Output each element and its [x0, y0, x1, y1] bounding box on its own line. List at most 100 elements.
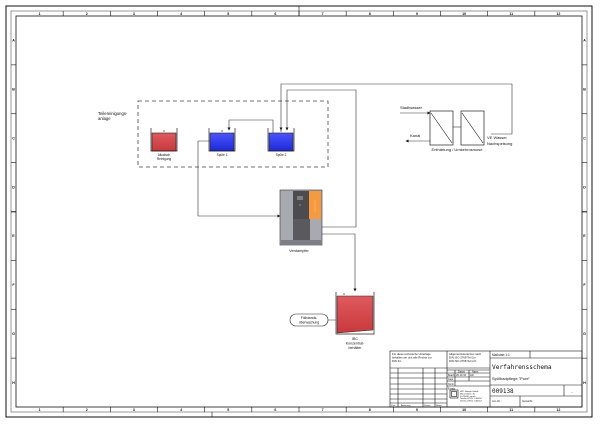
column-label-bottom-2: 2: [86, 408, 88, 412]
cleaning-group-box: [137, 100, 329, 168]
tolerances-1: Allgemeintoleranzen nach: [449, 352, 482, 356]
row-label-edited: Bearb.: [448, 374, 455, 377]
ibc-label-2: Konzentrat-: [346, 342, 365, 346]
article-label: Art.-Nr.:: [492, 399, 502, 403]
row-label-norm: Norm: [448, 383, 454, 386]
column-label-top-10: 10: [462, 12, 466, 16]
level-monitoring-label-1: Füllstands-: [301, 316, 318, 320]
column-label-bottom-5: 5: [227, 408, 229, 412]
row-label-left-H: H: [12, 381, 15, 385]
flow-distillate-to-rinse2: [285, 89, 357, 228]
flow-concentrate-to-ibc: [321, 233, 357, 292]
row-label-left-F: F: [12, 283, 15, 287]
drain-label: Kanal: [410, 133, 420, 138]
row-label-right-D: D: [583, 185, 586, 189]
column-label-top-4: 4: [180, 12, 182, 16]
tank-rinse-2[interactable]: Spüle 2: [267, 128, 295, 157]
ve-water-label: VE Wasser: [487, 135, 508, 140]
row-label-right-G: G: [583, 332, 586, 336]
ibc-concentrate-container[interactable]: IBC Konzentrat- behälter: [335, 292, 375, 350]
column-label-top-6: 6: [274, 12, 276, 16]
legal-note-1: Für diese technische Unterlage: [392, 352, 431, 356]
name-header: Name: [472, 371, 479, 374]
column-label-top-5: 5: [227, 12, 229, 16]
level-monitoring-label-2: überwachung: [299, 321, 319, 325]
evaporator-label: Verdampfer: [289, 249, 309, 253]
ibc-label-3: behälter: [349, 346, 363, 350]
cleaning-group-label-2: anlage: [98, 116, 111, 121]
flow-rinse1-to-evaporator: [197, 140, 281, 218]
column-label-bottom-9: 9: [416, 408, 418, 412]
change-header-date: Datum: [424, 404, 431, 407]
city-water-label: Stadtwasser: [400, 105, 423, 110]
column-label-top-9: 9: [416, 12, 418, 16]
row-label-right-F: F: [583, 283, 586, 287]
row-label-checked: Gepr.: [448, 378, 454, 381]
company-3: D-79540 Lörrach: [460, 395, 476, 398]
row-label-right-E: E: [583, 234, 586, 238]
row-label-right-A: A: [583, 39, 586, 43]
column-label-bottom-10: 10: [462, 408, 466, 412]
drawing-number: 009138: [492, 388, 514, 395]
date-header: Datum: [458, 371, 465, 374]
tank-rinse-1[interactable]: Spüle 1: [208, 128, 236, 157]
flow-ve-water-to-rinse2: [279, 83, 513, 135]
column-label-top-2: 2: [86, 12, 88, 16]
column-label-bottom-12: 12: [556, 408, 560, 412]
column-label-bottom-1: 1: [39, 408, 41, 412]
drawn-label: Ersatz: [448, 387, 456, 391]
tank-rinse-2-label: Spüle 2: [276, 153, 287, 157]
tolerances-2: DIN ISO 2768 Teil 1m: [449, 356, 477, 360]
water-treatment[interactable]: [429, 110, 485, 146]
title-block: [389, 350, 583, 408]
row-label-left-A: A: [12, 39, 15, 43]
tank-alkaline[interactable]: Alkalisch Reinigung: [150, 128, 178, 161]
column-label-bottom-11: 11: [509, 408, 513, 412]
row-label-right-H: H: [583, 381, 586, 385]
row-label-left-B: B: [12, 88, 15, 92]
change-header-change: Änderung: [401, 404, 411, 407]
row-label-left-D: D: [12, 185, 15, 189]
column-label-top-1: 1: [39, 12, 41, 16]
row-index: A A B B C C D D E E F F G G H H: [11, 39, 587, 385]
date-value: 26.10.16: [456, 373, 467, 377]
company-5: Telefax 07621 1 4841-9: [460, 401, 483, 403]
company-2: Wiesentalstr. 36: [460, 392, 476, 395]
column-label-top-11: 11: [509, 12, 513, 16]
row-label-right-C: C: [583, 136, 586, 140]
company-4: Telefon 07621 1 4841-0: [460, 398, 483, 400]
change-header-name: Name: [436, 405, 443, 407]
weight-label: Gewicht:: [522, 399, 533, 403]
ibc-label-1: IBC: [352, 337, 358, 341]
change-header-status: Zust.: [391, 404, 396, 407]
column-label-top-12: 12: [556, 12, 560, 16]
column-label-bottom-7: 7: [322, 408, 324, 412]
flow-rinse2-to-rinse1: [227, 119, 274, 133]
cleaning-group-label-1: Teilereinigungs-: [98, 111, 128, 116]
drawing-title: Verfahrensschema: [492, 364, 552, 371]
evaporator-unit[interactable]: Verdampfer: [279, 189, 323, 253]
column-label-top-3: 3: [133, 12, 135, 16]
treatment-label: Enthärtung / Umkehrosmose: [432, 147, 484, 152]
column-label-top-7: 7: [322, 12, 324, 16]
level-monitoring[interactable]: Füllstands- überwachung: [289, 313, 336, 327]
tank-alkaline-label-2: Reinigung: [157, 157, 172, 161]
column-label-bottom-6: 6: [274, 408, 276, 412]
row-label-left-C: C: [12, 136, 15, 140]
column-label-bottom-8: 8: [369, 408, 371, 412]
column-label-bottom-4: 4: [180, 408, 182, 412]
column-label-top-8: 8: [369, 12, 371, 16]
tank-alkaline-label-1: Alkalisch: [158, 153, 171, 157]
legal-note-3: DIN 34.: [392, 359, 402, 363]
legal-note-2: behalten wir uns alle Rechte vor: [392, 356, 432, 360]
company-1: H2O Hunger GmbH: [460, 390, 479, 393]
tank-rinse-1-label: Spüle 1: [217, 153, 228, 157]
row-label-left-G: G: [12, 332, 15, 336]
row-label-right-B: B: [583, 88, 586, 92]
column-label-bottom-3: 3: [133, 408, 135, 412]
row-label-left-E: E: [12, 234, 15, 238]
tolerances-3: DIN ISO 2768 Teil 2 K: [449, 359, 476, 363]
name-value: LW: [470, 373, 474, 377]
